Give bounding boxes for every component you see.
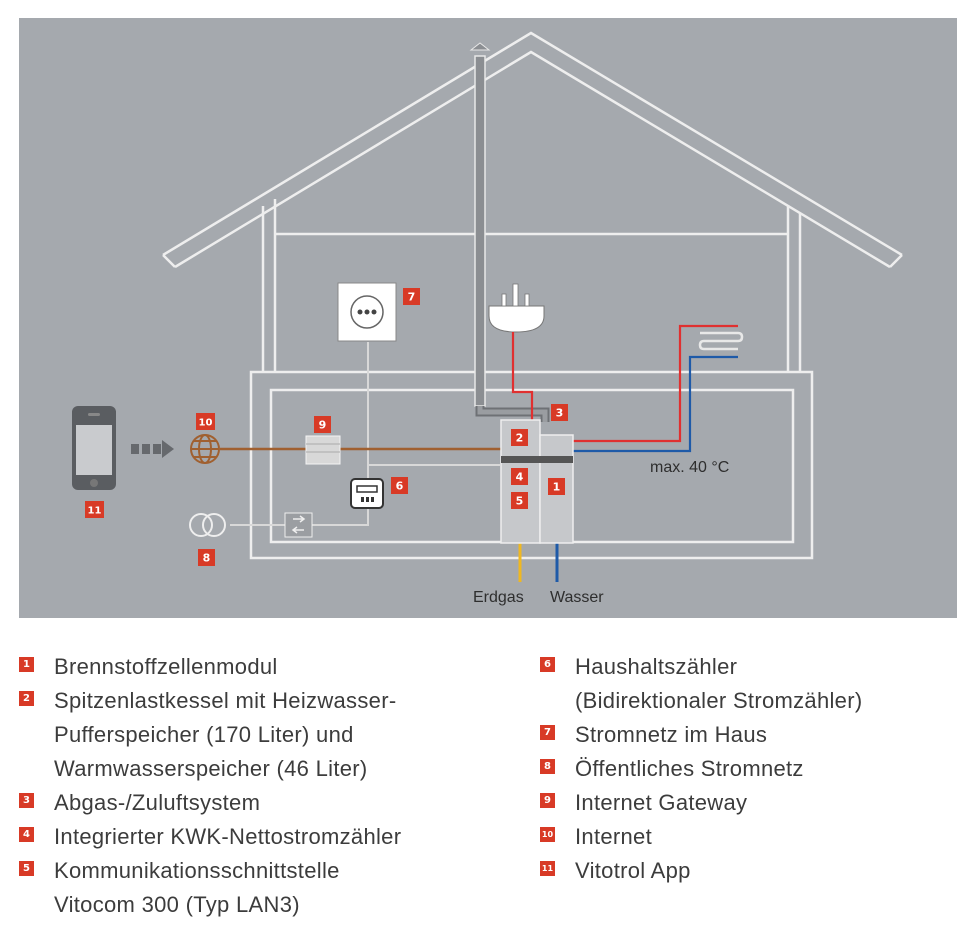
- internet-gateway: [305, 435, 341, 465]
- svg-text:3: 3: [556, 407, 564, 420]
- legend-text: Abgas-/Zuluftsystem: [54, 790, 261, 815]
- water-pipes: [511, 324, 744, 582]
- legend-item: 11 Vitotrol App: [540, 854, 862, 888]
- svg-text:2: 2: [516, 432, 524, 445]
- legend-number: 9: [540, 793, 555, 808]
- smartphone-icon: [72, 406, 116, 490]
- house-wiring: [230, 342, 500, 526]
- wall-socket: [337, 282, 397, 342]
- legend-item: 8 Öffentliches Stromnetz: [540, 752, 862, 786]
- legend-number: 6: [540, 657, 555, 672]
- legend-text: Öffentliches Stromnetz: [575, 756, 804, 781]
- data-transfer-arrow-icon: [131, 440, 174, 458]
- legend-item: 7 Stromnetz im Haus: [540, 718, 862, 752]
- public-grid-transformer-icon: [189, 513, 226, 537]
- legend-item: 1 Brennstoffzellenmodul: [19, 650, 401, 684]
- legend-number: 8: [540, 759, 555, 774]
- system-diagram: Erdgas Wasser max. 40 °C 1 2 3 4 5 6 7 8…: [19, 18, 957, 618]
- flue-system: [469, 42, 550, 422]
- legend-number: 3: [19, 793, 34, 808]
- legend-number: 1: [19, 657, 34, 672]
- legend-item: 4 Integrierter KWK-Nettostromzähler: [19, 820, 401, 854]
- erdgas-label: Erdgas: [473, 589, 524, 606]
- marker-2: 2: [511, 429, 528, 446]
- internet-globe-icon: [190, 434, 220, 464]
- marker-7: 7: [403, 288, 420, 305]
- svg-text:11: 11: [88, 506, 102, 517]
- svg-text:5: 5: [516, 495, 524, 508]
- hot-water-to-sink: [511, 332, 534, 425]
- legend-text: Vitotrol App: [575, 858, 691, 883]
- legend-text: Internet Gateway: [575, 790, 748, 815]
- legend-item: 5 Kommunikationsschnittstelle Vitocom 30…: [19, 854, 401, 922]
- hot-water-to-heating: [572, 324, 738, 443]
- legend-number: 5: [19, 861, 34, 876]
- legend-text: Integrierter KWK-Nettostromzähler: [54, 824, 402, 849]
- svg-text:1: 1: [553, 481, 561, 494]
- cold-water-from-heating: [572, 355, 738, 453]
- legend-right: 6 Haushaltszähler (Bidirektionaler Strom…: [540, 650, 862, 888]
- marker-8: 8: [198, 549, 215, 566]
- legend-text: Stromnetz im Haus: [575, 722, 768, 747]
- marker-6: 6: [391, 477, 408, 494]
- marker-4: 4: [511, 468, 528, 485]
- legend-item: 6 Haushaltszähler (Bidirektionaler Strom…: [540, 650, 862, 718]
- marker-11: 11: [85, 501, 104, 518]
- legend-text: Kommunikationsschnittstelle Vitocom 300 …: [54, 858, 340, 917]
- legend-number: 7: [540, 725, 555, 740]
- legend-item: 3 Abgas-/Zuluftsystem: [19, 786, 401, 820]
- legend-item: 9 Internet Gateway: [540, 786, 862, 820]
- legend-text: Spitzenlastkessel mit Heizwasser- Puffer…: [54, 688, 397, 781]
- legend-number: 10: [540, 827, 555, 842]
- legend-number: 2: [19, 691, 34, 706]
- marker-9: 9: [314, 416, 331, 433]
- legend-item: 2 Spitzenlastkessel mit Heizwasser- Puff…: [19, 684, 401, 786]
- temperature-label: max. 40 °C: [650, 459, 729, 476]
- legend-number: 11: [540, 861, 555, 876]
- legend-left: 1 Brennstoffzellenmodul 2 Spitzenlastkes…: [19, 650, 401, 922]
- marker-1: 1: [548, 478, 565, 495]
- marker-3: 3: [551, 404, 568, 421]
- legend-text: Internet: [575, 824, 653, 849]
- svg-text:10: 10: [199, 418, 213, 429]
- legend-item: 10 Internet: [540, 820, 862, 854]
- diagram-background: [19, 18, 957, 618]
- svg-text:9: 9: [319, 419, 327, 432]
- wasser-label: Wasser: [550, 589, 604, 606]
- svg-text:7: 7: [408, 291, 416, 304]
- house-outline: [162, 31, 903, 560]
- household-meter: [350, 478, 384, 509]
- number-markers: 1 2 3 4 5 6 7 8 9 10 11: [85, 288, 568, 566]
- svg-text:8: 8: [203, 552, 211, 565]
- legend-text: Haushaltszähler (Bidirektionaler Stromzä…: [575, 654, 863, 713]
- grid-connection-switch: [284, 512, 313, 538]
- marker-5: 5: [511, 492, 528, 509]
- svg-text:4: 4: [516, 471, 524, 484]
- marker-10: 10: [196, 413, 215, 430]
- svg-text:6: 6: [396, 480, 404, 493]
- legend-number: 4: [19, 827, 34, 842]
- legend-text: Brennstoffzellenmodul: [54, 654, 278, 679]
- washbasin: [488, 283, 545, 333]
